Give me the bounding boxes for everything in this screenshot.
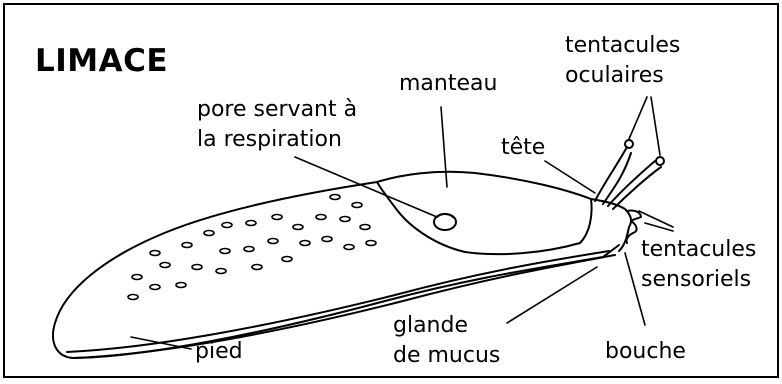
leader-glande	[507, 267, 597, 323]
label-tentacules-sensoriels: tentacules sensoriels	[641, 235, 756, 295]
skin-spots	[128, 195, 376, 300]
eye-left	[625, 140, 633, 148]
mantle-shield	[377, 172, 592, 254]
leader-pore	[295, 157, 437, 217]
diagram-title: LIMACE	[35, 43, 168, 79]
leader-sensoriels-1	[639, 211, 673, 227]
leader-oculaires-1	[629, 97, 647, 139]
head-outline	[591, 199, 631, 251]
eye-right	[656, 157, 664, 165]
label-tete: tête	[501, 133, 545, 163]
foot-edge-line	[67, 251, 609, 352]
label-pore-respiration: pore servant à la respiration	[197, 95, 357, 155]
label-tentacules-oculaires: tentacules oculaires	[565, 31, 680, 91]
leader-manteau	[441, 107, 447, 187]
label-pied: pied	[195, 337, 243, 367]
diagram-frame: LIMACE tentacules oculaires manteau pore…	[3, 3, 779, 378]
ocular-tentacle-4	[613, 167, 661, 209]
label-manteau: manteau	[399, 69, 497, 99]
leader-tete	[545, 161, 595, 193]
leader-oculaires-2	[651, 97, 660, 155]
breathing-pore-lip	[437, 214, 453, 217]
label-bouche: bouche	[605, 337, 686, 367]
label-glande-mucus: glande de mucus	[393, 311, 500, 371]
